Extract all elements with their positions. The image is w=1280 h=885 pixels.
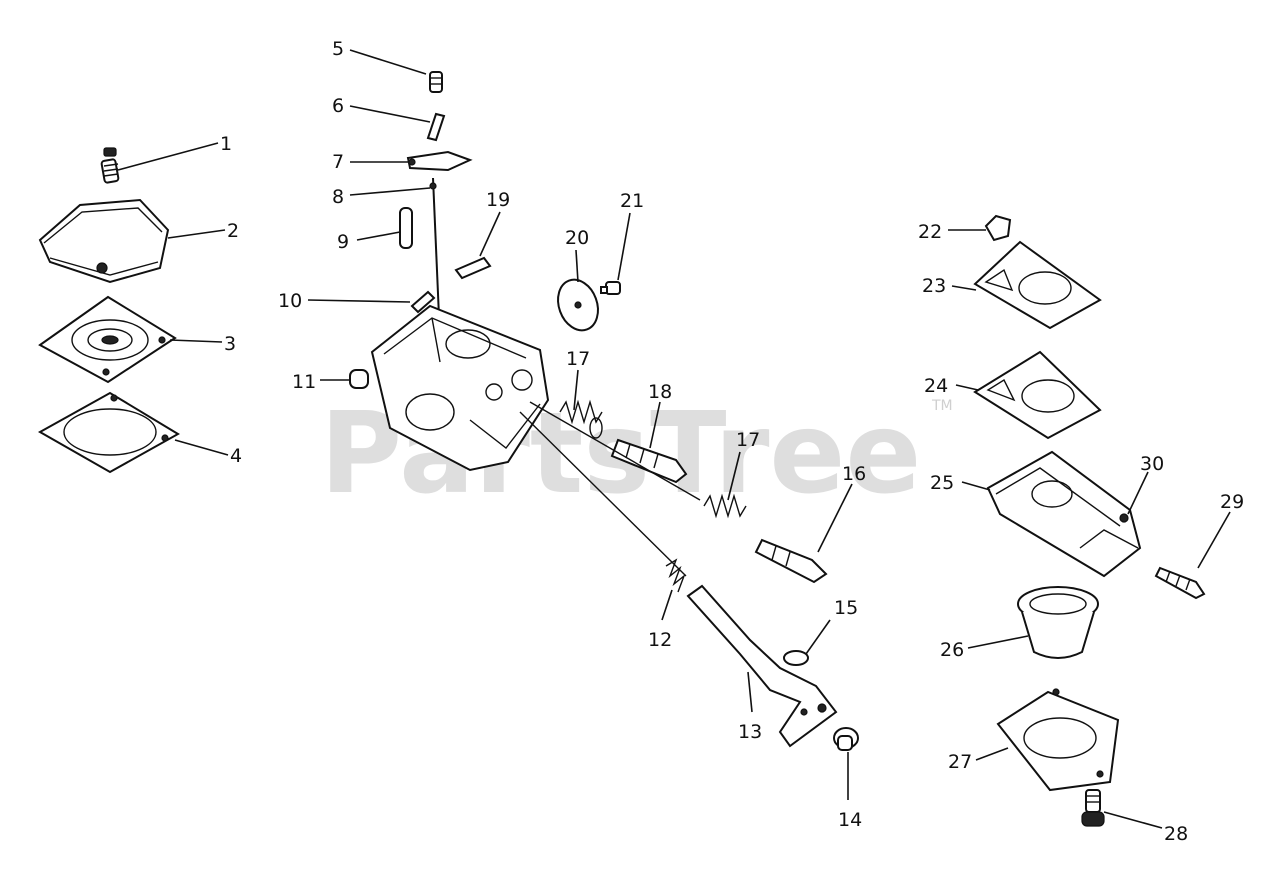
callout-2[interactable]: 2 bbox=[227, 220, 239, 242]
callout-1[interactable]: 1 bbox=[220, 133, 232, 155]
part-14-cap-screw[interactable] bbox=[833, 727, 859, 751]
part-3-diaphragm[interactable] bbox=[38, 295, 177, 384]
callout-26[interactable]: 26 bbox=[940, 639, 964, 661]
callout-19[interactable]: 19 bbox=[486, 189, 510, 211]
callout-6[interactable]: 6 bbox=[332, 95, 344, 117]
callout-20[interactable]: 20 bbox=[565, 227, 589, 249]
callout-23[interactable]: 23 bbox=[922, 275, 946, 297]
leader-lines bbox=[117, 49, 1231, 829]
callout-9[interactable]: 9 bbox=[337, 231, 349, 253]
assembly-axis-line bbox=[529, 401, 701, 501]
part-26-primer-bulb[interactable] bbox=[1017, 586, 1099, 659]
part-29-screw[interactable] bbox=[1154, 566, 1206, 600]
part-30-pin[interactable] bbox=[1119, 513, 1129, 523]
part-28-screw[interactable] bbox=[1081, 789, 1105, 827]
part-25-pump-body[interactable] bbox=[986, 450, 1142, 578]
part-11-plug[interactable] bbox=[349, 369, 369, 389]
callout-4[interactable]: 4 bbox=[230, 445, 242, 467]
callout-30[interactable]: 30 bbox=[1140, 453, 1164, 475]
watermark-tm: TM bbox=[931, 398, 953, 414]
part-23-gasket[interactable] bbox=[973, 240, 1102, 330]
part-6-pin[interactable] bbox=[426, 112, 446, 142]
part-10-spring-clip[interactable] bbox=[410, 290, 436, 314]
part-13-lever-plate[interactable] bbox=[686, 584, 838, 748]
callout-17-upper[interactable]: 17 bbox=[566, 348, 590, 370]
callout-28[interactable]: 28 bbox=[1164, 823, 1188, 845]
callout-29[interactable]: 29 bbox=[1220, 491, 1244, 513]
callout-12[interactable]: 12 bbox=[648, 629, 672, 651]
part-7-lever[interactable] bbox=[406, 150, 473, 172]
part-5-screw[interactable] bbox=[429, 71, 443, 93]
callout-15[interactable]: 15 bbox=[834, 597, 858, 619]
part-19-gasket[interactable] bbox=[454, 256, 492, 280]
callout-10[interactable]: 10 bbox=[278, 290, 302, 312]
callout-25[interactable]: 25 bbox=[930, 472, 954, 494]
part-17-spring-upper[interactable] bbox=[559, 399, 603, 439]
part-24-gasket[interactable] bbox=[973, 350, 1102, 440]
part-4-gasket[interactable] bbox=[37, 391, 180, 474]
part-18-needle-screw[interactable] bbox=[610, 438, 688, 484]
part-12-spring[interactable] bbox=[665, 558, 686, 593]
callout-14[interactable]: 14 bbox=[838, 809, 862, 831]
part-20-disc[interactable] bbox=[551, 274, 604, 336]
carburetor-body[interactable] bbox=[370, 304, 550, 472]
callout-21[interactable]: 21 bbox=[620, 190, 644, 212]
callout-16[interactable]: 16 bbox=[842, 463, 866, 485]
part-16-needle-screw[interactable] bbox=[754, 538, 828, 584]
callout-13[interactable]: 13 bbox=[738, 721, 762, 743]
callout-labels: 1 2 3 4 5 6 7 8 9 10 11 12 13 14 15 16 1… bbox=[220, 38, 1244, 845]
part-17-spring-lower[interactable] bbox=[703, 493, 747, 519]
part-2-cover[interactable] bbox=[38, 198, 170, 284]
part-1-screw[interactable] bbox=[100, 147, 120, 184]
callout-24[interactable]: 24 bbox=[924, 375, 948, 397]
callout-22[interactable]: 22 bbox=[918, 221, 942, 243]
part-22-cap[interactable] bbox=[984, 214, 1012, 242]
callout-18[interactable]: 18 bbox=[648, 381, 672, 403]
assembly-axis-line bbox=[519, 411, 687, 577]
part-21-screw[interactable] bbox=[600, 281, 621, 295]
callout-7[interactable]: 7 bbox=[332, 151, 344, 173]
callout-27[interactable]: 27 bbox=[948, 751, 972, 773]
callout-5[interactable]: 5 bbox=[332, 38, 344, 60]
callout-3[interactable]: 3 bbox=[224, 333, 236, 355]
callout-11[interactable]: 11 bbox=[292, 371, 316, 393]
part-27-retainer-plate[interactable] bbox=[996, 688, 1120, 792]
callout-8[interactable]: 8 bbox=[332, 186, 344, 208]
part-9-float-valve[interactable] bbox=[399, 207, 413, 249]
part-15-clip[interactable] bbox=[783, 650, 809, 666]
callout-17-lower[interactable]: 17 bbox=[736, 429, 760, 451]
